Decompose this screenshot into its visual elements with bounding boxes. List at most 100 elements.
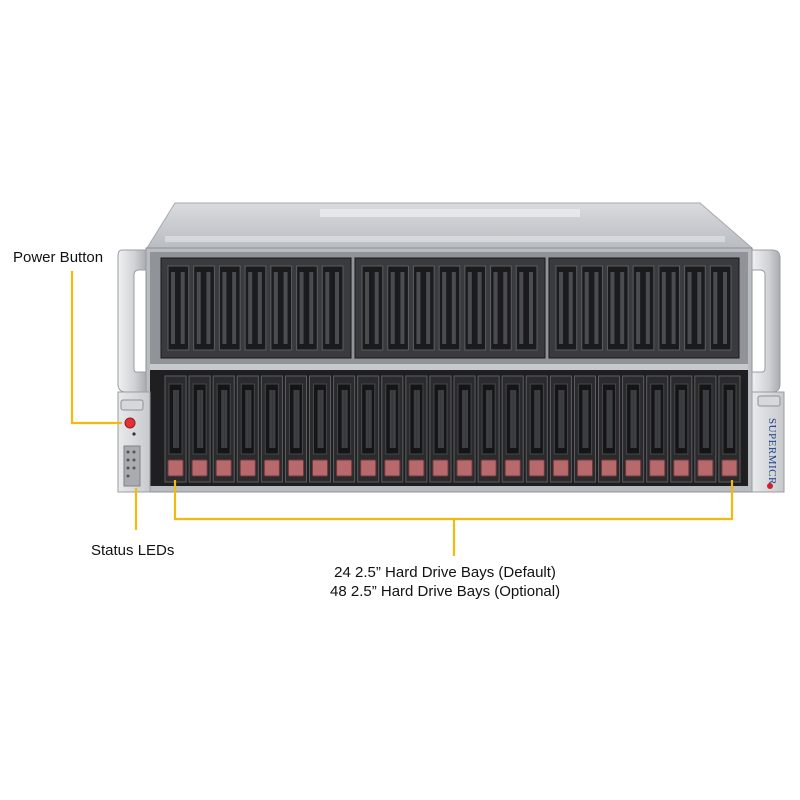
drive-bay-vent-bar xyxy=(462,390,465,448)
drive-bay-vent-bar xyxy=(317,390,321,448)
drive-bay-vent-bar xyxy=(389,390,393,448)
fan-grille-bar xyxy=(171,272,175,344)
status-leds-label: Status LEDs xyxy=(91,542,175,559)
drive-bay-latch[interactable] xyxy=(576,459,594,477)
drive-bay-vent-bar xyxy=(272,390,276,448)
fan-grille-bar xyxy=(309,272,314,344)
drive-bay-vent-bar xyxy=(678,390,682,448)
chassis-top xyxy=(146,202,754,249)
drive-bay-latch[interactable] xyxy=(504,459,521,477)
fan-module[interactable] xyxy=(354,257,546,359)
drive-bay-vent-bar xyxy=(657,390,661,448)
drive-bay-latch[interactable] xyxy=(697,459,714,477)
drive-bay[interactable] xyxy=(573,375,597,483)
drive-bay-latch[interactable] xyxy=(287,459,304,477)
drive-bay-latch[interactable] xyxy=(625,459,642,477)
drive-bay-vent-bar xyxy=(224,390,228,448)
drive-bay-vent-bar xyxy=(582,390,586,448)
drive-bay[interactable] xyxy=(405,375,428,483)
drive-bay-latch[interactable] xyxy=(601,459,618,477)
drive-bay-latch[interactable] xyxy=(721,459,738,477)
fan-grille-bar xyxy=(365,272,369,344)
drive-bay-latch[interactable] xyxy=(432,459,449,477)
drive-bay-vent-bar xyxy=(320,390,324,448)
drive-bay-latch[interactable] xyxy=(649,459,666,477)
drive-bay[interactable] xyxy=(188,375,211,483)
drive-bay-latch[interactable] xyxy=(263,459,280,477)
drive-bay[interactable] xyxy=(525,375,548,483)
fan-grille-bar xyxy=(477,272,482,344)
fan-grille-bar xyxy=(400,272,405,344)
drive-bay[interactable] xyxy=(333,375,356,483)
drive-bay[interactable] xyxy=(260,375,283,483)
drive-bay-latch[interactable] xyxy=(528,459,545,477)
drive-bay-vent-bar xyxy=(269,390,273,448)
drive-bay[interactable] xyxy=(212,375,235,483)
drive-bay-vent-bar xyxy=(558,390,562,448)
drive-bay[interactable] xyxy=(309,375,332,483)
drive-bay[interactable] xyxy=(718,375,741,483)
drive-bay-vent-bar xyxy=(392,390,396,448)
drive-bay-vent-bar xyxy=(344,390,348,448)
drive-bay-vent-bar xyxy=(365,390,369,448)
drive-bay[interactable] xyxy=(694,375,717,483)
drive-bay-latch[interactable] xyxy=(239,459,256,477)
drive-bay-vent-bar xyxy=(537,390,541,448)
fan-grille-bar xyxy=(671,272,676,344)
drive-bay-latch[interactable] xyxy=(480,459,497,477)
drive-bay-vent-bar xyxy=(200,390,204,448)
drive-bay-latch[interactable] xyxy=(167,459,184,477)
drive-bay[interactable] xyxy=(598,375,621,483)
fan-grille-bar xyxy=(620,272,625,344)
drive-bay[interactable] xyxy=(381,375,404,483)
drive-bay[interactable] xyxy=(670,375,693,483)
drive-bay[interactable] xyxy=(477,375,500,483)
fan-grille-bar xyxy=(529,272,533,344)
drive-bays-default-label: 24 2.5” Hard Drive Bays (Default) xyxy=(334,564,556,581)
drive-bay[interactable] xyxy=(453,375,476,483)
fan-grille-bar xyxy=(299,272,304,344)
fan-grille-bar xyxy=(467,272,472,344)
drive-bay-latch[interactable] xyxy=(673,459,690,477)
drive-bay[interactable] xyxy=(357,375,380,483)
brand-logo: SUPERMICR xyxy=(766,418,778,485)
drive-bay[interactable] xyxy=(284,375,307,483)
drive-bay[interactable] xyxy=(622,375,645,483)
fan-grille-bar xyxy=(273,272,278,344)
drive-bay[interactable] xyxy=(236,375,259,483)
power-button-icon[interactable] xyxy=(124,417,136,429)
drive-bay-latch[interactable] xyxy=(408,459,425,477)
drive-bay-latch[interactable] xyxy=(215,459,232,477)
drive-bay[interactable] xyxy=(164,375,187,483)
fan-grille-bar xyxy=(335,272,339,344)
drive-bay-vent-bar xyxy=(197,390,201,448)
drive-bay-vent-bar xyxy=(245,390,249,448)
drive-bay-latch[interactable] xyxy=(384,459,401,477)
fan-grille-bar xyxy=(610,272,615,344)
drive-bay-latch[interactable] xyxy=(456,459,473,477)
drive-bay-latch[interactable] xyxy=(312,459,329,477)
fan-grille-bar xyxy=(645,272,650,344)
drive-bay-latch[interactable] xyxy=(336,459,353,477)
drive-bay-vent-bar xyxy=(416,390,420,448)
fan-module[interactable] xyxy=(548,257,740,359)
drive-bay-vent-bar xyxy=(341,390,345,448)
fan-grille-bar xyxy=(248,272,253,344)
drive-bay-latch[interactable] xyxy=(191,459,208,477)
drive-bay-vent-bar xyxy=(293,390,297,448)
fan-module[interactable] xyxy=(160,257,352,359)
drive-bay[interactable] xyxy=(429,375,452,483)
drive-bay[interactable] xyxy=(501,375,524,483)
drive-bay[interactable] xyxy=(549,375,572,483)
fan-grille-bar xyxy=(503,272,508,344)
drive-bay-vent-bar xyxy=(510,390,514,448)
drive-bay-vent-bar xyxy=(534,390,538,448)
drive-bay[interactable] xyxy=(646,375,669,483)
drive-bay-vent-bar xyxy=(609,390,613,448)
drive-bay-latch[interactable] xyxy=(360,459,377,477)
drive-bay-vent-bar xyxy=(437,390,441,448)
drive-bay-latch[interactable] xyxy=(552,459,569,477)
drive-bay-vent-bar xyxy=(702,390,706,448)
fan-grille-bar xyxy=(687,272,692,344)
drive-bay-vent-bar xyxy=(561,390,565,448)
